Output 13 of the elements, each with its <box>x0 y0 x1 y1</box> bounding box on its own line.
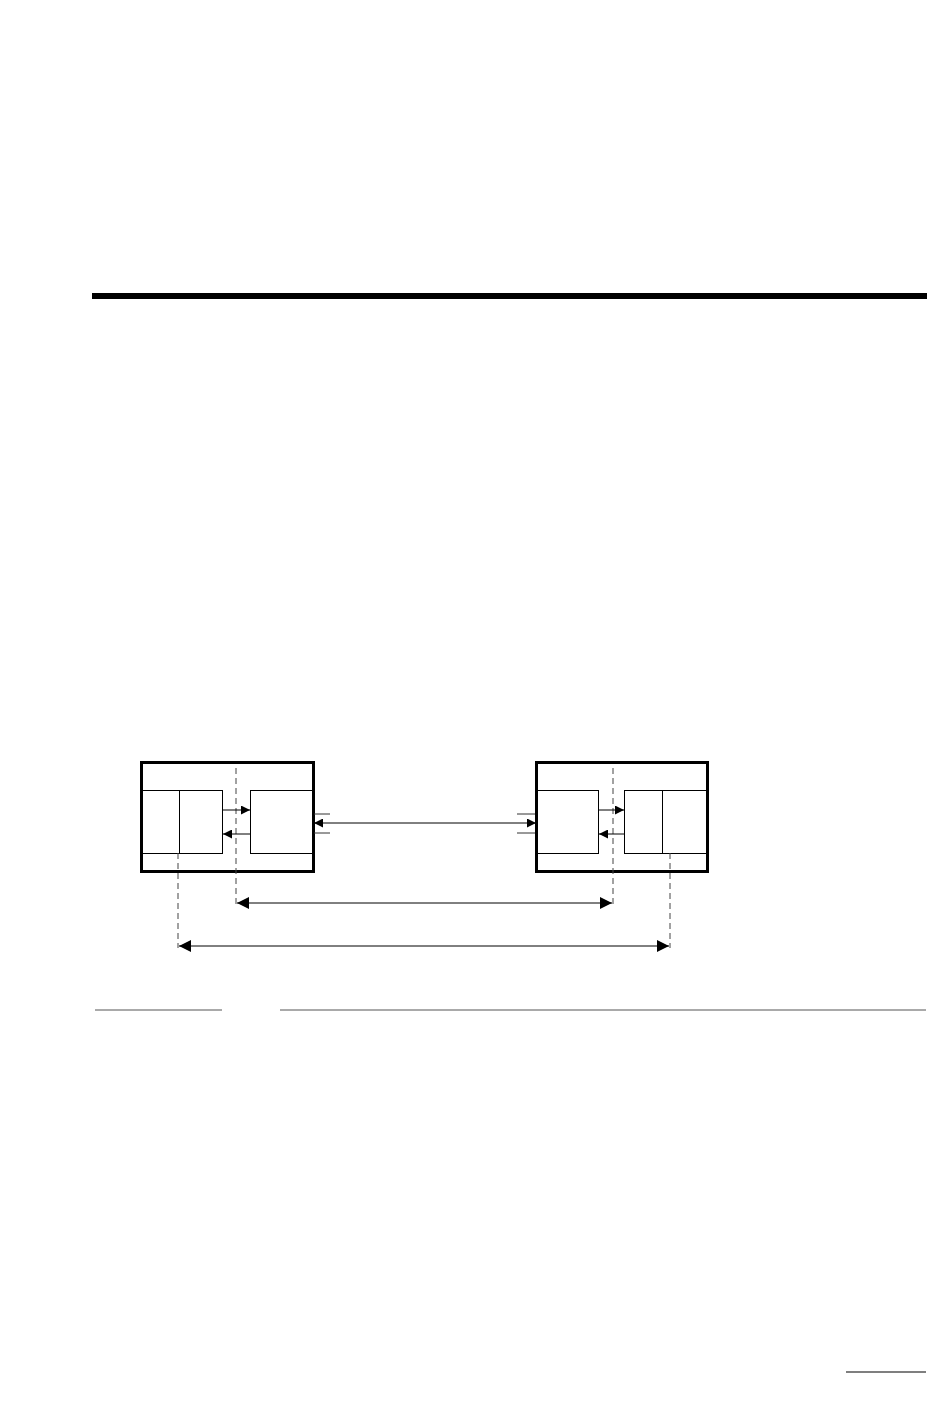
outline-box <box>142 790 180 854</box>
outline-box <box>662 790 707 854</box>
arrow <box>598 805 625 815</box>
outline-box <box>179 790 223 854</box>
outline-box <box>535 761 709 873</box>
arrow <box>313 818 537 828</box>
outline-box <box>536 790 599 854</box>
arrow <box>598 829 625 839</box>
arrow <box>222 829 251 839</box>
outline-box <box>140 761 315 873</box>
arrow <box>222 805 251 815</box>
outline-box <box>624 790 663 854</box>
outline-box <box>250 790 314 854</box>
